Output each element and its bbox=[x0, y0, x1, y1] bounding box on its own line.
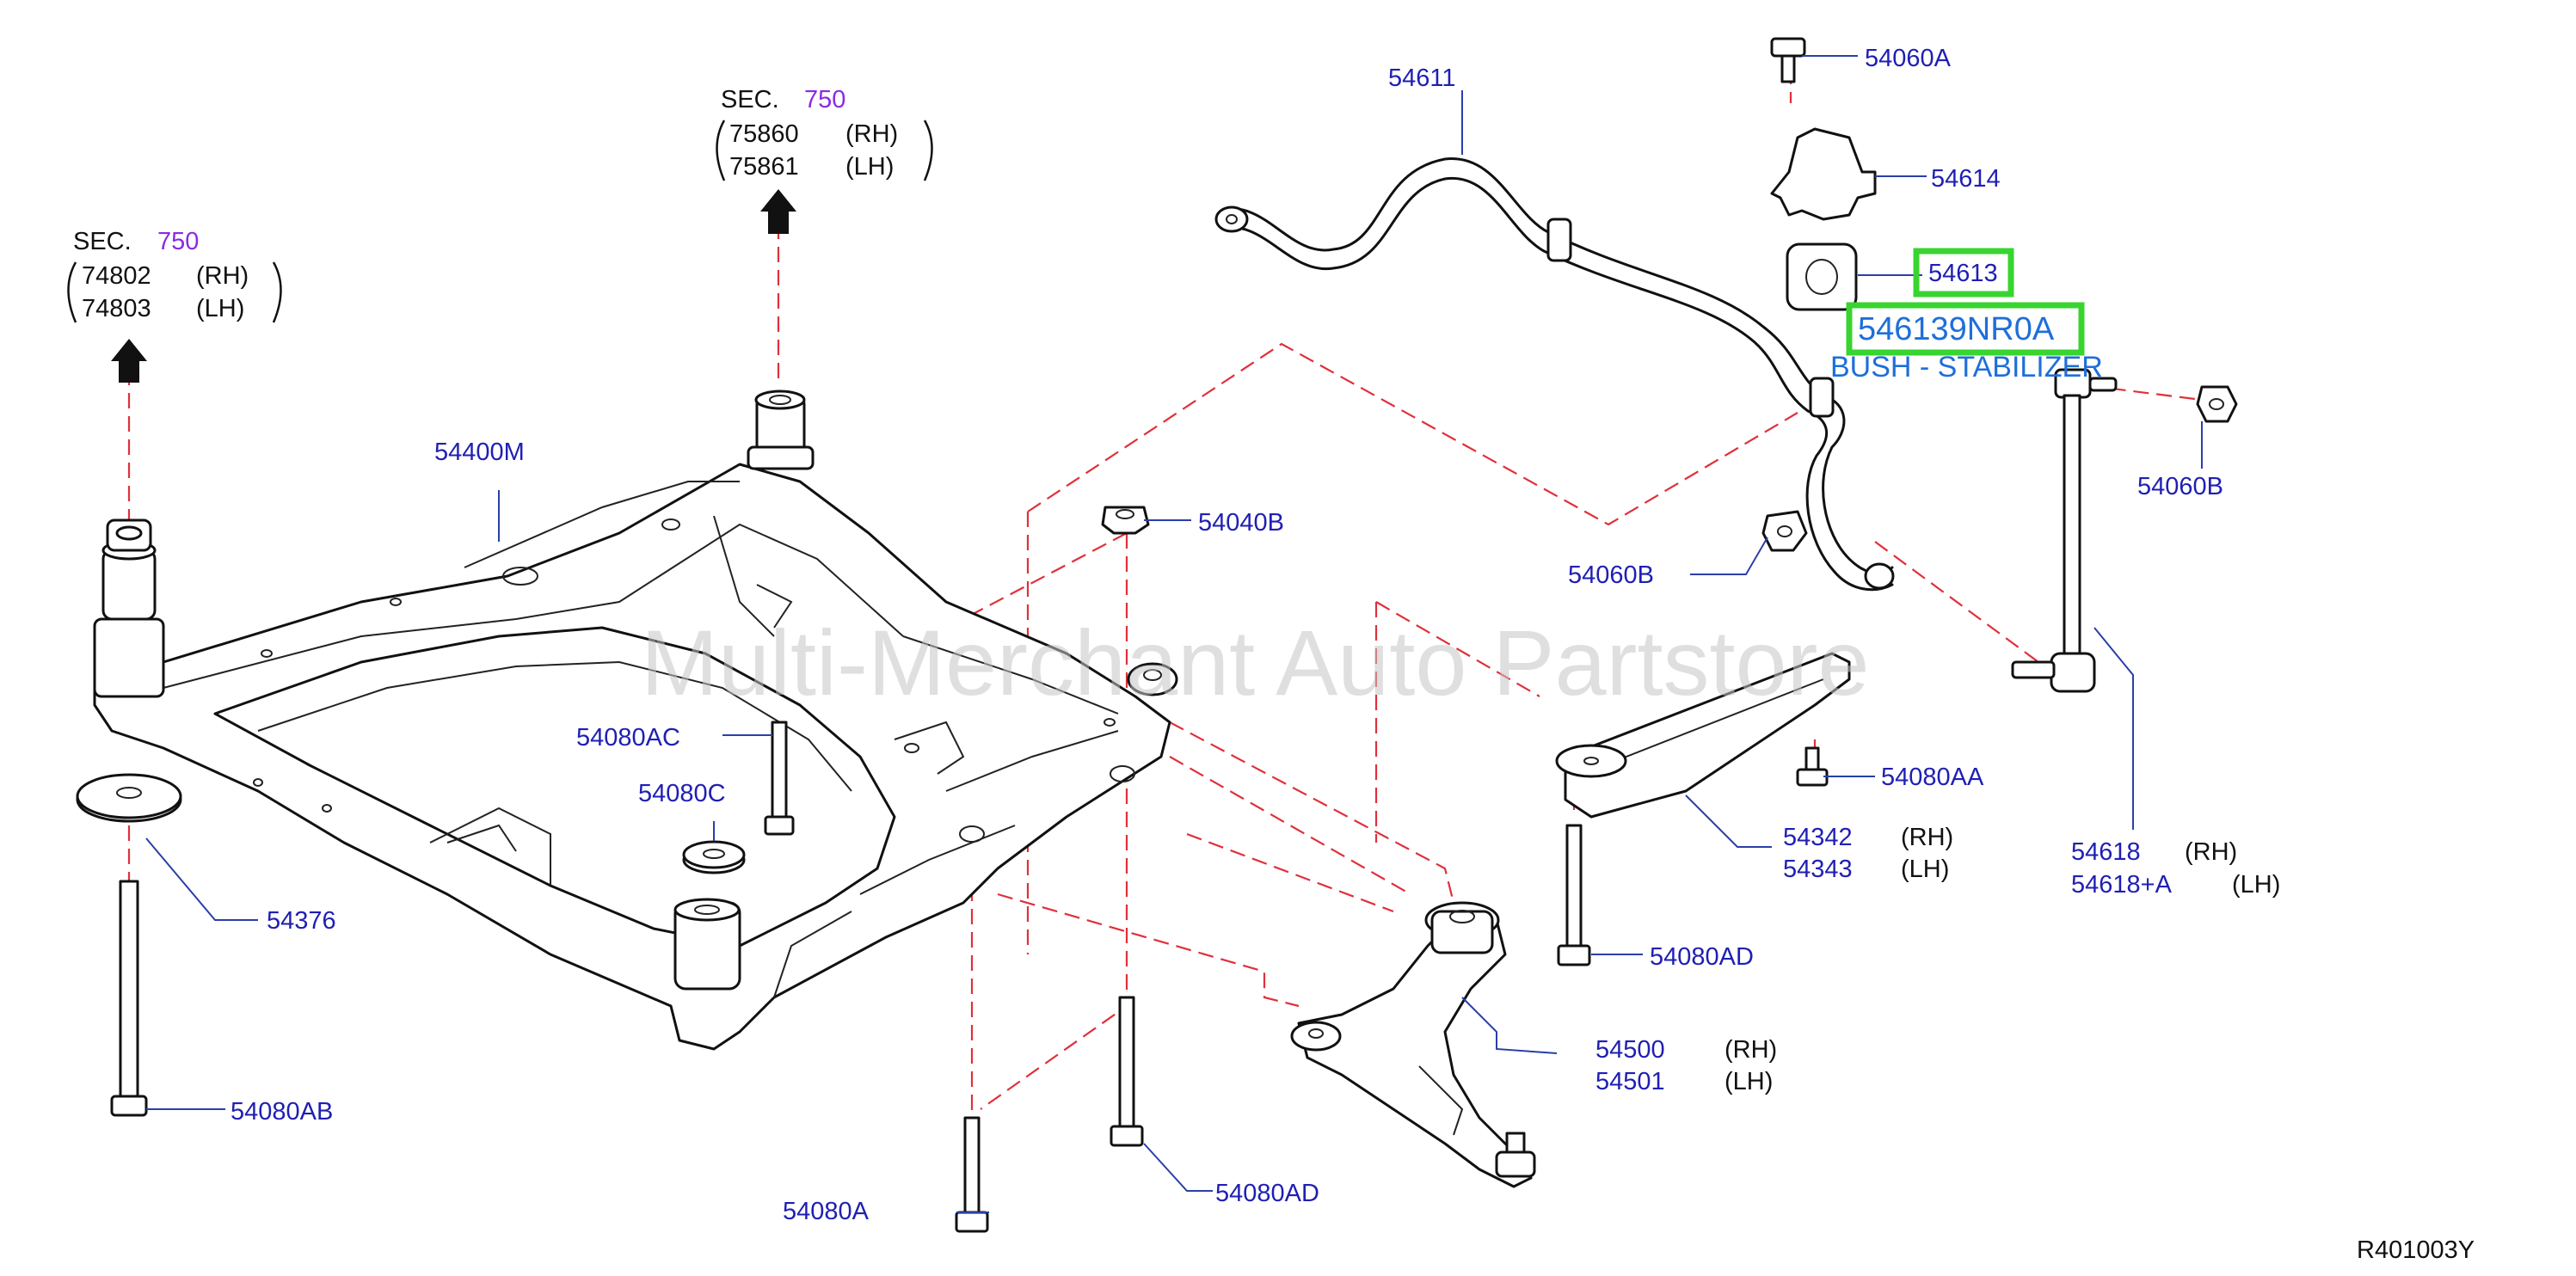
highlight-box-54613 bbox=[1913, 248, 2014, 298]
section-ref-left-row2-side: (LH) bbox=[196, 295, 244, 322]
part-labels: 54611 54060A 54614 54613 54060B 54060B 5… bbox=[231, 45, 2280, 1225]
label-54343: 54343 bbox=[1783, 856, 1853, 883]
label-54501-side: (LH) bbox=[1725, 1068, 1773, 1095]
section-ref-left-row1-num: 74802 bbox=[82, 262, 151, 290]
subframe-boss-drawing bbox=[1127, 662, 1178, 696]
label-54080C: 54080C bbox=[638, 780, 726, 807]
label-54060B-right: 54060B bbox=[2137, 473, 2223, 500]
lower-control-arm-drawing bbox=[1290, 901, 1536, 1188]
label-54040B: 54040B bbox=[1198, 509, 1284, 537]
label-54611: 54611 bbox=[1388, 64, 1456, 92]
watermark: Multi-Merchant Auto Partstore bbox=[641, 610, 1870, 715]
highlighted-part[interactable]: 546139NR0A BUSH - STABILIZER bbox=[1830, 248, 2103, 383]
highlight-box-part-number bbox=[1846, 302, 2085, 356]
section-ref-top: SEC. 750 75860 (RH) 75861 (LH) bbox=[716, 86, 933, 234]
section-ref-top-row1-num: 75860 bbox=[729, 120, 799, 148]
stabilizer-link-drawing bbox=[2011, 368, 2118, 693]
section-ref-top-row1-side: (RH) bbox=[845, 120, 898, 148]
label-54342: 54342 bbox=[1783, 824, 1853, 851]
label-54080AD-bottom: 54080AD bbox=[1215, 1180, 1319, 1207]
label-54060A: 54060A bbox=[1865, 45, 1952, 72]
label-54080AA: 54080AA bbox=[1881, 764, 1984, 791]
front-subframe-drawing bbox=[93, 463, 1171, 1051]
label-54501: 54501 bbox=[1595, 1068, 1665, 1095]
washer-and-bolts-drawing bbox=[682, 506, 1829, 1233]
label-54376: 54376 bbox=[267, 907, 336, 935]
label-54343-side: (LH) bbox=[1901, 856, 1949, 883]
label-54080AC: 54080AC bbox=[576, 724, 680, 751]
label-54342-side: (RH) bbox=[1901, 824, 1953, 851]
diagram-code: R401003Y bbox=[2357, 1236, 2475, 1264]
label-54060B-mid: 54060B bbox=[1568, 561, 1654, 589]
label-54400M: 54400M bbox=[434, 439, 525, 466]
label-54618: 54618 bbox=[2071, 838, 2141, 866]
section-ref-left-row1-side: (RH) bbox=[196, 262, 249, 290]
section-ref-top-row2-num: 75861 bbox=[729, 153, 799, 181]
label-54500-side: (RH) bbox=[1725, 1036, 1777, 1064]
top-mount-drawing bbox=[747, 390, 815, 470]
section-ref-left-num: 750 bbox=[157, 228, 199, 255]
stabilizer-bar-drawing bbox=[1214, 157, 1895, 592]
label-54618A-side: (LH) bbox=[2232, 871, 2280, 899]
section-ref-left: SEC. 750 74802 (RH) 74803 (LH) bbox=[67, 228, 282, 383]
label-54080AB: 54080AB bbox=[231, 1098, 333, 1126]
label-54080AD-mid: 54080AD bbox=[1650, 943, 1754, 971]
label-54080A: 54080A bbox=[783, 1198, 870, 1225]
section-ref-top-sec: SEC. bbox=[721, 86, 779, 113]
highlight-part-number[interactable]: 546139NR0A bbox=[1858, 311, 2055, 347]
highlight-part-name: BUSH - STABILIZER bbox=[1830, 351, 2103, 383]
arrow-up-icon bbox=[760, 189, 796, 234]
arrow-up-icon bbox=[111, 339, 147, 383]
section-ref-left-row2-num: 74803 bbox=[82, 295, 151, 322]
stabilizer-clamp-drawing bbox=[1761, 37, 2238, 552]
front-mount-drawing bbox=[673, 898, 741, 991]
leader-lines bbox=[145, 55, 2203, 1213]
label-54500: 54500 bbox=[1595, 1036, 1665, 1064]
link-bracket-drawing bbox=[1555, 652, 1851, 819]
label-54618A: 54618+A bbox=[2071, 871, 2173, 899]
label-54614: 54614 bbox=[1931, 165, 2001, 193]
label-54618-side: (RH) bbox=[2185, 838, 2237, 866]
section-ref-top-num: 750 bbox=[804, 86, 845, 113]
section-ref-top-row2-side: (LH) bbox=[845, 153, 894, 181]
section-ref-left-sec: SEC. bbox=[73, 228, 132, 255]
left-mount-drawing bbox=[76, 518, 182, 1117]
label-54613: 54613 bbox=[1928, 260, 1998, 287]
